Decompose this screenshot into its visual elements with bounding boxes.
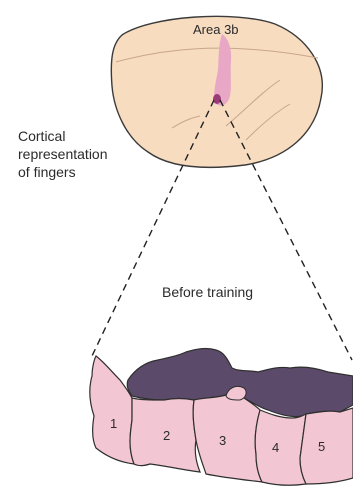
cortical-representation-label-line: representation [18, 146, 108, 162]
finger-region-3 [193, 394, 262, 482]
area-3b-label: Area 3b [193, 22, 239, 37]
finger-label-2: 2 [163, 428, 170, 443]
finger-region-4 [255, 410, 306, 485]
finger-label-3: 3 [219, 433, 226, 448]
before-training-title: Before training [162, 284, 253, 300]
cortical-representation-label-line: of fingers [18, 164, 76, 180]
finger-label-5: 5 [318, 439, 325, 454]
cortical-representation-label-line: Cortical [18, 128, 65, 144]
finger-label-1: 1 [110, 416, 117, 431]
finger-label-4: 4 [272, 440, 279, 455]
finger-region-5 [300, 408, 353, 484]
finger-region-1 [90, 356, 134, 464]
finger-representation-spot [213, 94, 221, 104]
